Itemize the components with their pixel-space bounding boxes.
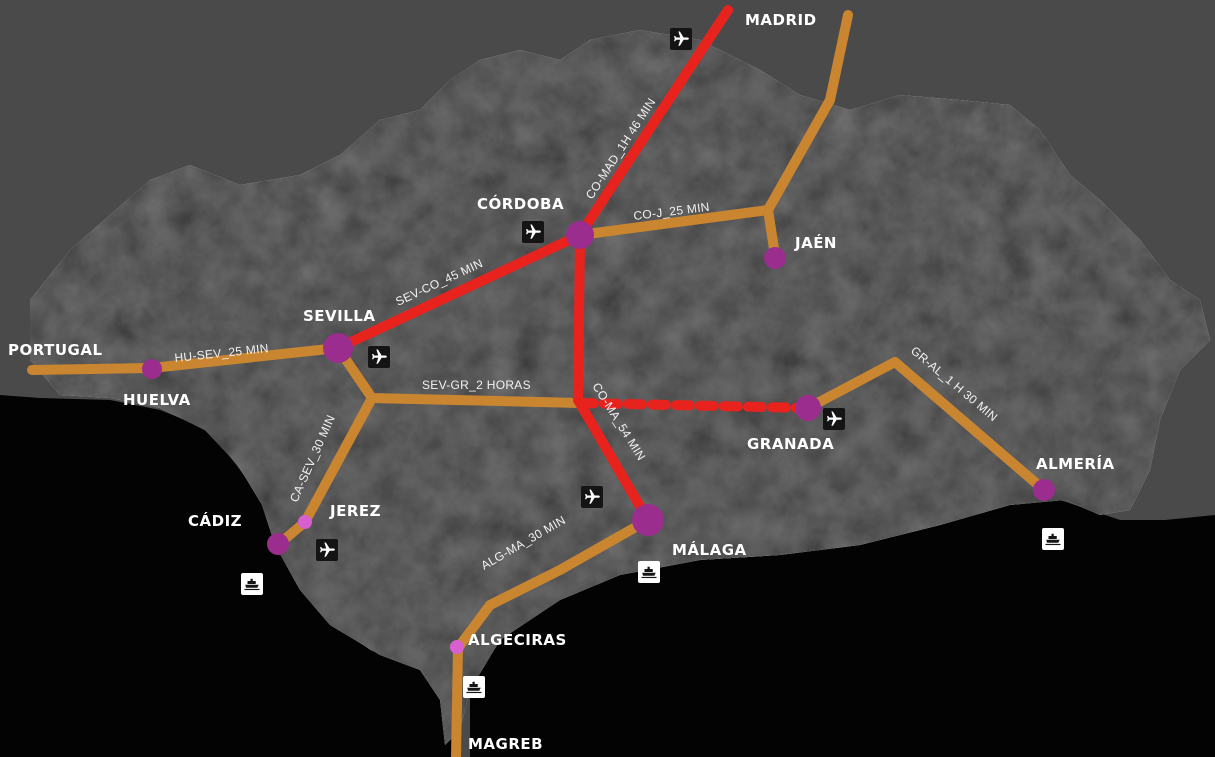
label-sevilla: SEVILLA (303, 307, 375, 325)
road-network (27, 10, 1049, 757)
node-huelva[interactable] (142, 359, 162, 379)
node-cadiz[interactable] (267, 533, 289, 555)
rail-planned-granada (575, 398, 813, 413)
label-madrid: MADRID (745, 11, 817, 29)
node-jerez[interactable] (298, 515, 312, 529)
label-magreb: MAGREB (468, 735, 543, 753)
node-jaen[interactable] (764, 247, 786, 269)
label-malaga: MÁLAGA (672, 540, 747, 559)
road-malaga-algeciras (451, 515, 653, 757)
node-sevilla[interactable] (323, 333, 353, 363)
label-cadiz: CÁDIZ (188, 511, 242, 530)
label-jaen: JAÉN (794, 233, 837, 252)
label-portugal: PORTUGAL (8, 341, 103, 359)
label-almeria: ALMERÍA (1036, 454, 1115, 473)
city-labels: MADRID CÓRDOBA JAÉN SEVILLA PORTUGAL HUE… (8, 11, 1115, 753)
node-malaga[interactable] (632, 504, 664, 536)
sea-area (0, 395, 452, 757)
road-cordoba-jaen (575, 205, 773, 240)
node-almeria[interactable] (1033, 479, 1055, 501)
node-cordoba[interactable] (566, 221, 594, 249)
road-granada-almeria (803, 357, 1049, 495)
label-granada: GRANADA (747, 435, 834, 453)
ports (241, 528, 1064, 698)
road-madrid-jaen (763, 10, 853, 260)
label-cordoba: CÓRDOBA (477, 194, 564, 213)
node-algeciras[interactable] (450, 640, 464, 654)
rail-sevilla-cordoba (333, 230, 585, 353)
airports (316, 28, 845, 561)
node-granada[interactable] (795, 395, 821, 421)
label-algeciras: ALGECIRAS (468, 631, 567, 649)
route-label-sev-gr: SEV-GR_2 HORAS (422, 378, 531, 392)
label-huelva: HUELVA (123, 391, 191, 409)
city-nodes (142, 221, 1055, 654)
label-jerez: JEREZ (329, 502, 381, 520)
high-speed-rail (333, 5, 813, 525)
sea-area-east (470, 500, 1215, 757)
andalusia-region (30, 30, 1210, 745)
rail-cordoba-madrid (575, 5, 733, 240)
